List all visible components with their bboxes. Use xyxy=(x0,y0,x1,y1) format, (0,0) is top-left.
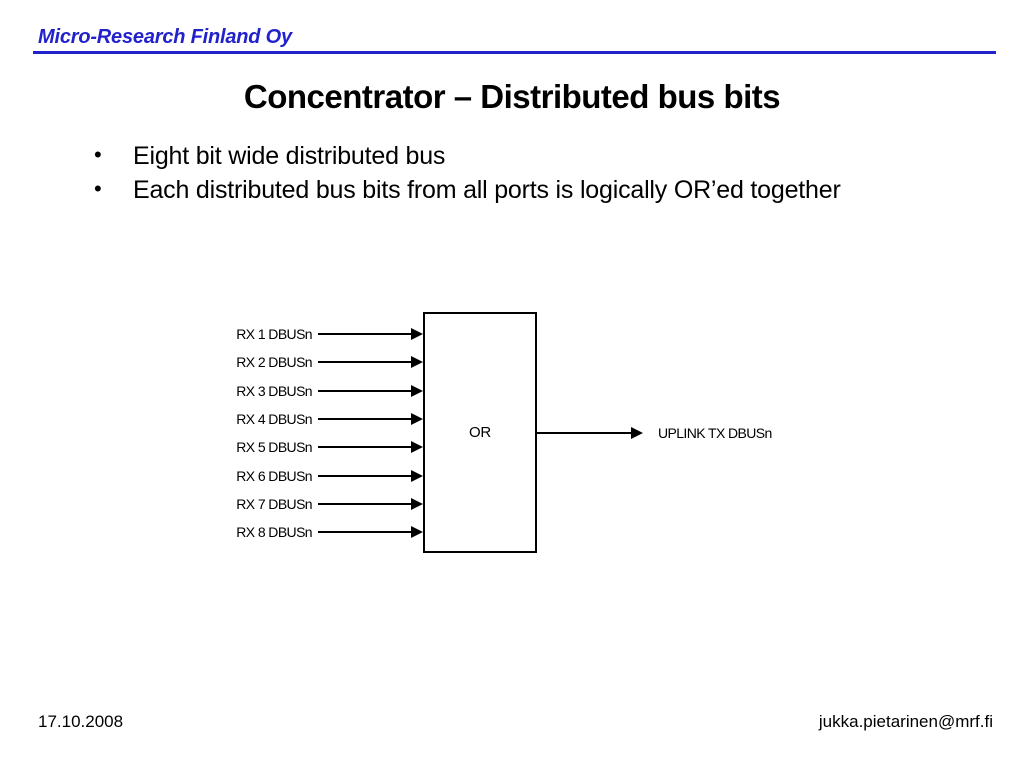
input-arrow-line xyxy=(318,446,413,448)
input-arrowhead-icon xyxy=(411,498,423,510)
input-arrowhead-icon xyxy=(411,526,423,538)
input-row: RX 7 DBUSn xyxy=(0,495,1024,513)
bullet-marker: • xyxy=(94,176,102,201)
input-arrowhead-icon xyxy=(411,328,423,340)
input-signal-label: RX 6 DBUSn xyxy=(236,468,312,484)
input-signal-label: RX 3 DBUSn xyxy=(236,383,312,399)
input-row: RX 3 DBUSn xyxy=(0,382,1024,400)
input-signal-label: RX 8 DBUSn xyxy=(236,524,312,540)
input-arrowhead-icon xyxy=(411,441,423,453)
output-arrow-line xyxy=(537,432,631,434)
input-row: RX 2 DBUSn xyxy=(0,353,1024,371)
input-row: RX 4 DBUSn xyxy=(0,410,1024,428)
input-row: RX 1 DBUSn xyxy=(0,325,1024,343)
input-row: RX 8 DBUSn xyxy=(0,523,1024,541)
input-arrow-line xyxy=(318,503,413,505)
input-arrow-line xyxy=(318,475,413,477)
footer-date: 17.10.2008 xyxy=(38,712,124,731)
input-arrowhead-icon xyxy=(411,356,423,368)
input-arrow-line xyxy=(318,390,413,392)
input-arrow-line xyxy=(318,333,413,335)
input-arrow-line xyxy=(318,531,413,533)
input-arrowhead-icon xyxy=(411,385,423,397)
input-arrow-line xyxy=(318,361,413,363)
input-signal-label: RX 7 DBUSn xyxy=(236,496,312,512)
input-arrow-line xyxy=(318,418,413,420)
input-row: RX 5 DBUSn xyxy=(0,438,1024,456)
input-signal-label: RX 4 DBUSn xyxy=(236,411,312,427)
company-name: Micro-Research Finland Oy xyxy=(38,26,292,48)
bullet-text: Each distributed bus bits from all ports… xyxy=(133,176,841,204)
bullet-marker: • xyxy=(94,142,102,167)
output-row: UPLINK TX DBUSn xyxy=(0,424,1024,442)
output-signal-label: UPLINK TX DBUSn xyxy=(658,425,772,441)
bullet-item: • Each distributed bus bits from all por… xyxy=(90,176,873,204)
bullet-list: • Eight bit wide distributed bus • Each … xyxy=(90,142,880,210)
or-gate-box: OR xyxy=(423,312,537,553)
header-rule xyxy=(33,51,996,54)
footer-email: jukka.pietarinen@mrf.fi xyxy=(818,712,993,731)
input-signal-label: RX 2 DBUSn xyxy=(236,354,312,370)
input-signal-label: RX 1 DBUSn xyxy=(236,326,312,342)
input-signal-label: RX 5 DBUSn xyxy=(236,439,312,455)
input-row: RX 6 DBUSn xyxy=(0,467,1024,485)
page-title: Concentrator – Distributed bus bits xyxy=(243,78,781,115)
bullet-text: Eight bit wide distributed bus xyxy=(133,142,446,170)
output-arrowhead-icon xyxy=(631,427,643,439)
bullet-item: • Eight bit wide distributed bus xyxy=(90,142,873,170)
or-gate-label: OR xyxy=(469,424,491,441)
input-arrowhead-icon xyxy=(411,413,423,425)
input-arrowhead-icon xyxy=(411,470,423,482)
